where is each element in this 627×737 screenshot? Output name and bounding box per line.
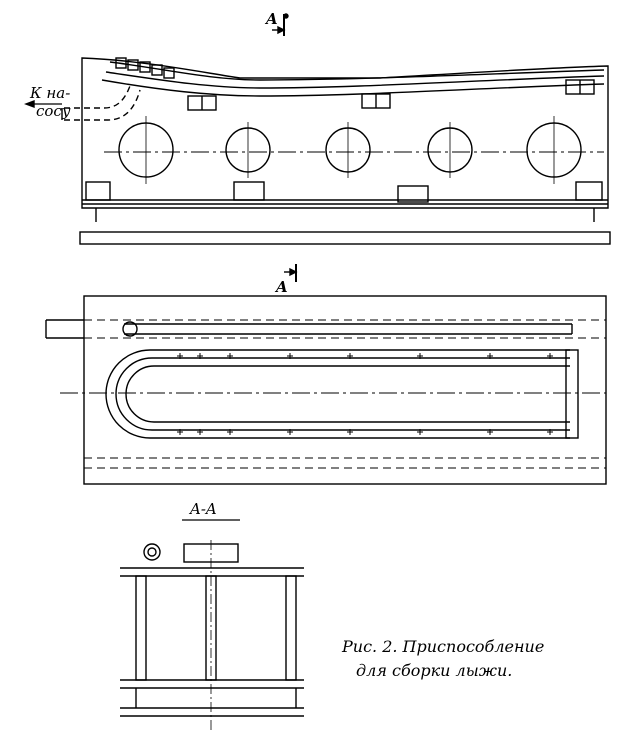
clamp-block xyxy=(575,181,603,201)
pipe-fitting xyxy=(122,321,138,337)
pump-label-line2: сосу xyxy=(36,102,71,120)
fastener-marks xyxy=(177,353,553,435)
ski-mould xyxy=(105,349,579,439)
clamp-block xyxy=(397,185,429,203)
plan-view: A xyxy=(45,264,607,485)
section-title: A-A xyxy=(188,500,217,518)
section-mark-label-middle: A xyxy=(274,278,288,296)
clamp-segments xyxy=(115,57,175,79)
clamp-block xyxy=(85,181,111,201)
lightening-holes xyxy=(118,116,582,184)
section-mark-a-middle xyxy=(284,264,298,282)
plan-frame xyxy=(83,295,607,485)
base-plate xyxy=(79,231,611,245)
caption-line1: Рис. 2. Приспособление xyxy=(341,637,544,656)
section-mark-a-top xyxy=(272,13,289,36)
clamp-block xyxy=(233,181,265,201)
pump-tube xyxy=(64,85,141,121)
section-pipe xyxy=(143,543,161,561)
section-mark-label-top: A xyxy=(264,10,278,28)
side-elevation-view: A xyxy=(24,10,611,245)
caption-line2: для сборки лыжи. xyxy=(356,661,512,680)
section-a-a-view: A-A xyxy=(120,500,304,730)
pump-label-line1: К на- xyxy=(29,84,70,102)
